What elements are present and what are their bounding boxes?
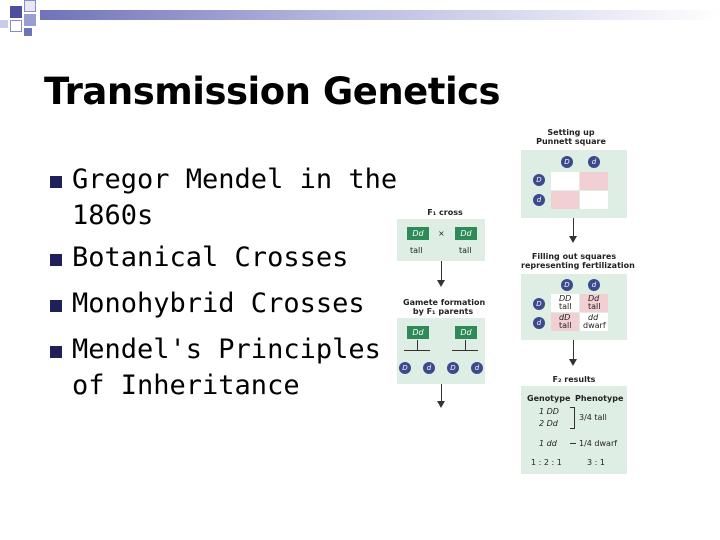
bullet-text: Mendel's Principles of Inheritance [72,334,381,401]
f1-parent-genotype: Dd [455,227,477,240]
gamete-formation-label: Gamete formation [403,298,486,307]
split-line [404,350,430,351]
punnett-setup-sublabel: Punnett square [536,137,606,146]
bracket [570,407,575,429]
genotype-header: Genotype [527,394,571,403]
bullet-item: Mendel's Principles of Inheritance [50,332,410,404]
allele-icon: D [533,298,545,310]
gamete-allele-icon: D [399,362,411,374]
cell-genotype: dd [588,313,599,322]
punnett-setup-label: Setting up [547,128,595,137]
bullet-text: Monohybrid Crosses [72,288,365,319]
phenotype-ratio: 1/4 dwarf [579,439,618,448]
allele-icon: D [533,174,545,186]
decor-square [10,20,22,32]
punnett-cell: DD tall [551,294,579,312]
punnett-setup-panel: D d D d [521,150,627,218]
bracket [570,443,576,444]
arrow-down-icon [437,401,445,408]
punnett-fill-sublabel: representing fertilization [521,261,635,270]
flow-arrow [573,218,574,238]
phenotype-summary-ratio: 3 : 1 [587,458,605,467]
f2-results-label: F₂ results [552,375,596,384]
gamete-panel: Dd Dd D d D d [397,318,485,384]
flow-arrow [441,384,442,404]
decor-square [24,0,36,12]
cell-phenotype: tall [559,321,572,330]
bullet-text: Botanical Crosses [72,242,349,273]
header-gradient-bar [40,10,720,20]
phenotype-header: Phenotype [575,394,624,403]
bullet-text: Gregor Mendel in the 1860s [72,164,398,231]
genotype-row: 1 DD [539,407,559,416]
f1-phenotype: tall [410,246,423,255]
arrow-down-icon [569,359,577,366]
gamete-formation-sublabel: by F₁ parents [412,307,474,316]
allele-icon: d [533,317,545,329]
flow-arrow [573,340,574,362]
gamete-allele-icon: D [447,362,459,374]
parent-genotype: Dd [407,326,429,339]
cell-genotype: dD [559,313,571,322]
punnett-cell: Dd tall [580,294,608,312]
decor-square [0,20,8,28]
allele-icon: D [561,156,573,168]
f1-cross-label: F₁ cross [427,208,463,217]
parent-genotype: Dd [455,326,477,339]
split-line [452,350,478,351]
slide-title: Transmission Genetics [44,70,501,113]
cell-genotype: DD [559,294,572,303]
square-bullet-icon [50,254,62,266]
monohybrid-cross-figure: F₁ cross Dd × Dd tall tall Gamete format… [395,120,640,475]
punnett-cell: dd dwarf [580,313,608,331]
punnett-cell [580,191,608,209]
arrow-down-icon [569,236,577,243]
flow-arrow [441,261,442,283]
cell-phenotype: dwarf [583,321,606,330]
decor-square [24,14,36,26]
decor-square [24,28,32,36]
cell-phenotype: tall [588,302,601,311]
cross-symbol: × [438,229,445,238]
f1-parent-genotype: Dd [407,227,429,240]
punnett-cell [551,191,579,209]
allele-icon: D [561,279,573,291]
punnett-fill-label: Filling out squares [531,252,617,261]
allele-icon: d [533,194,545,206]
square-bullet-icon [50,346,62,358]
allele-icon: d [588,156,600,168]
split-line [465,340,466,350]
bullet-list: Gregor Mendel in the 1860s Botanical Cro… [50,162,410,414]
square-bullet-icon [50,300,62,312]
gamete-allele-icon: d [423,362,435,374]
f2-results-panel: Genotype Phenotype 1 DD 2 Dd 1 dd 3/4 ta… [521,386,627,474]
punnett-cell: dD tall [551,313,579,331]
allele-icon: d [588,279,600,291]
punnett-filled-panel: D d D d DD tall Dd tall dD tall dd dwarf [521,274,627,340]
genotype-row: 2 Dd [539,419,558,428]
phenotype-ratio: 3/4 tall [579,413,607,422]
arrow-down-icon [437,280,445,287]
decor-square [10,6,22,18]
cell-phenotype: tall [559,302,572,311]
bullet-item: Botanical Crosses [50,240,410,276]
punnett-cell [580,172,608,190]
gamete-allele-icon: d [471,362,483,374]
f1-phenotype: tall [459,246,472,255]
split-line [417,340,418,350]
bullet-item: Gregor Mendel in the 1860s [50,162,410,234]
genotype-ratio: 1 : 2 : 1 [531,458,562,467]
square-bullet-icon [50,176,62,188]
f1-cross-panel: Dd × Dd tall tall [397,219,485,261]
cell-genotype: Dd [588,294,600,303]
punnett-cell [551,172,579,190]
bullet-item: Monohybrid Crosses [50,286,410,322]
genotype-row: 1 dd [539,439,557,448]
